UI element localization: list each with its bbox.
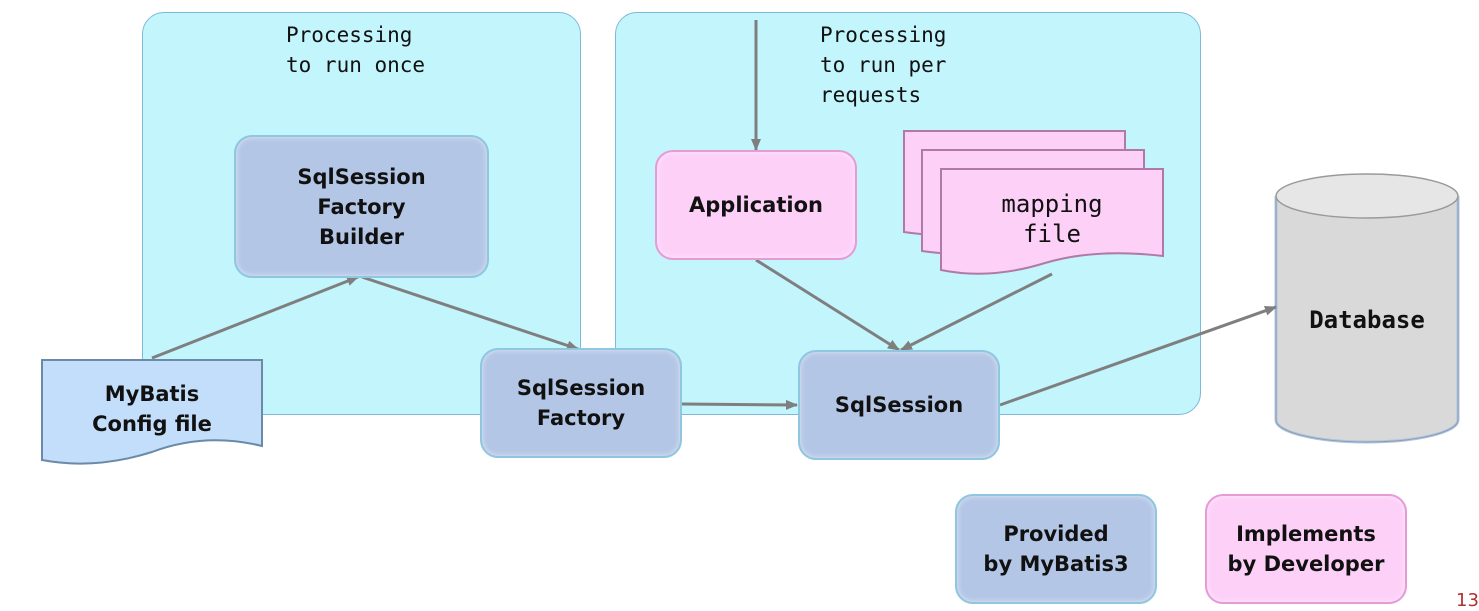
mapping-file-stack	[903, 130, 1164, 275]
sqlsession-node: SqlSession	[798, 350, 1000, 460]
database-cylinder	[1274, 173, 1460, 444]
arrow-session-to-database	[999, 305, 1277, 407]
application-node: Application	[655, 150, 857, 260]
arrow-mapping-to-session	[900, 272, 1053, 352]
page-number: 13	[1456, 590, 1479, 611]
sqlsession-factory-builder-node: SqlSession Factory Builder	[234, 135, 489, 278]
mapping-file-label: mapping file	[1001, 190, 1103, 248]
arrow-application-to-session	[755, 258, 900, 352]
config-file-shape	[41, 359, 263, 465]
region-run-once-label: Processing to run once	[286, 23, 426, 77]
arrow-builder-to-factory	[361, 275, 579, 351]
config-file-label: MyBatis Config file	[92, 382, 212, 436]
legend-provided-by-mybatis: Provided by MyBatis3	[955, 494, 1157, 604]
region-run-per-request-label: Processing to run per requests	[820, 23, 947, 107]
arrow-factory-to-session	[681, 399, 798, 410]
sqlsession-factory-node: SqlSession Factory	[480, 348, 682, 458]
arrow-config-to-builder	[151, 275, 359, 360]
legend-implements-by-developer: Implements by Developer	[1205, 494, 1407, 604]
database-label: Database	[1309, 306, 1425, 334]
